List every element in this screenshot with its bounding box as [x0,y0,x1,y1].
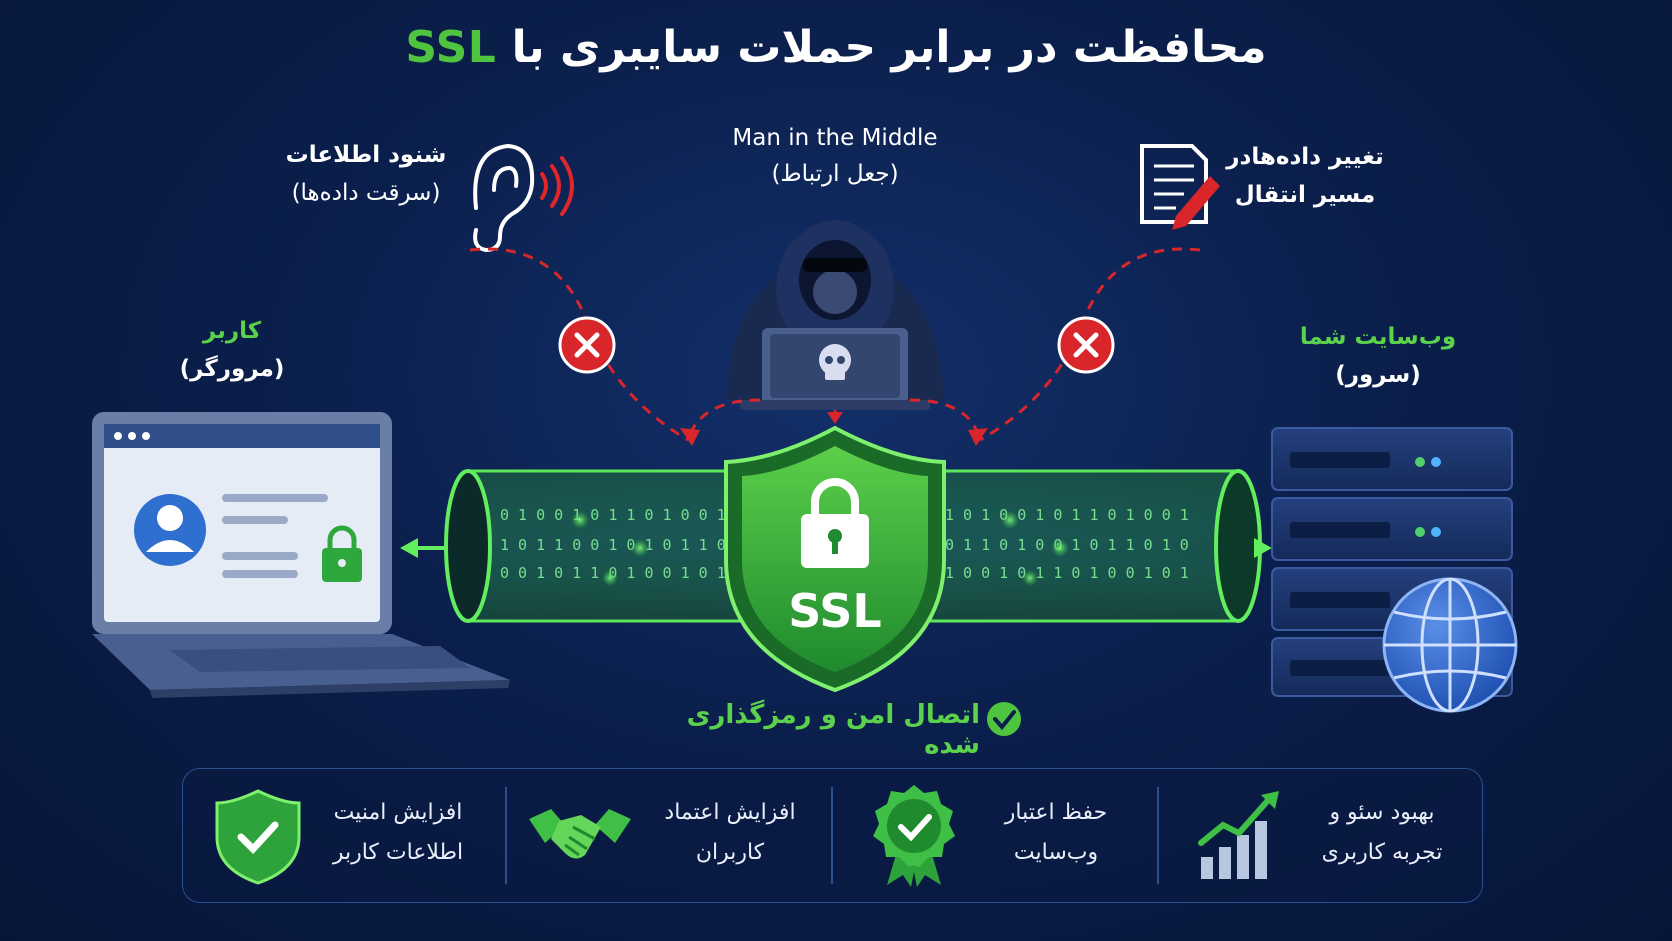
eavesdrop-label-line1: شنود اطلاعات [285,142,447,168]
benefit-credibility-line2: وب‌سایت [1013,840,1099,865]
client-label-line1: کاربر [202,318,262,344]
growth-chart-icon [1198,791,1279,879]
benefit-item-seo: بهبود سئو و تجربه کاربری [1157,769,1482,902]
svg-text:1 0 0 1 0 1 1 0 1 0 0 1 0 1: 1 0 0 1 0 1 1 0 1 0 0 1 0 1 [945,564,1189,582]
ssl-shield-icon [724,425,946,693]
server-label: وب‌سایت شما (سرور) [1290,318,1466,394]
benefit-item-credibility: حفظ اعتبار وب‌سایت [831,769,1157,902]
divider [505,787,507,884]
secure-connection-label: اتصال امن و رمزگذاری شده [686,700,980,760]
eavesdrop-label-line2: (سرقت داده‌ها) [291,180,441,206]
svg-text:0 0 1 0 1 1 0 1 0 0 1 0 1 1 0: 0 0 1 0 1 1 0 1 0 0 1 0 1 1 0 [500,564,762,582]
hacker-icon [726,220,944,410]
blocked-x-icon [558,316,616,374]
benefit-security-line1: افزایش امنیت [333,800,463,825]
ear-icon [473,143,535,253]
divider [831,787,833,884]
mitm-label-en: Man in the Middle [732,125,938,151]
shield-check-icon [215,789,301,885]
svg-text:1 0 1 1 0 0 1 0 1 0 1 1 0 1 0: 1 0 1 1 0 0 1 0 1 0 1 1 0 1 0 [500,536,762,554]
mitm-label-fa: (جعل ارتباط) [771,161,899,187]
benefit-trust-line2: کاربران [695,840,765,865]
divider [1157,787,1159,884]
svg-text:0 1 0 0 1 0 1 1 0 1 0 0 1 0 1: 0 1 0 0 1 0 1 1 0 1 0 0 1 0 1 [500,506,762,524]
mitm-label: Man in the Middle (جعل ارتباط) [680,120,990,192]
benefit-item-security: افزایش امنیت اطلاعات کاربر [183,769,505,902]
document-edit-icon [1140,144,1220,230]
tamper-label: تغییر داده‌هادر مسیر انتقال [1220,138,1390,214]
page-title: محافظت در برابر حملات سایبری با SSL [0,22,1672,73]
page-title-text: محافظت در برابر حملات سایبری با [511,22,1267,73]
tamper-label-line2: مسیر انتقال [1234,182,1376,208]
handshake-icon [529,809,631,859]
eavesdrop-attack-path [469,247,689,442]
ssl-shield-label: SSL [788,584,882,638]
skull-icon [819,344,851,380]
check-circle-icon [987,702,1021,736]
badge-check-icon [873,785,955,887]
benefit-item-trust: افزایش اعتماد کاربران [505,769,831,902]
benefit-seo-line2: تجربه کاربری [1321,840,1443,865]
tamper-attack-path [979,247,1201,442]
client-label: کاربر (مرورگر) [152,312,312,388]
benefit-security-line2: اطلاعات کاربر [332,840,464,865]
tamper-label-line1: تغییر داده‌هادر [1226,144,1384,170]
globe-icon [1382,577,1518,713]
page-title-ssl: SSL [405,22,497,73]
padlock-icon [322,525,362,582]
sound-waves-icon [540,156,574,216]
laptop-icon [92,412,510,698]
benefits-bar: افزایش امنیت اطلاعات کاربر افزایش اعتماد… [182,768,1483,903]
server-label-line2: (سرور) [1335,362,1421,388]
svg-text:1 0 1 0 0 1 0 1 1 0 1 0 0 1: 1 0 1 0 0 1 0 1 1 0 1 0 0 1 [945,506,1189,524]
server-label-line1: وب‌سایت شما [1299,324,1457,350]
benefit-seo-line1: بهبود سئو و [1329,800,1435,825]
benefit-trust-line1: افزایش اعتماد [664,800,796,825]
benefit-credibility-line1: حفظ اعتبار [1004,800,1108,825]
blocked-x-icon [1057,316,1115,374]
eavesdrop-label: شنود اطلاعات (سرقت داده‌ها) [266,136,466,212]
client-label-line2: (مرورگر) [179,356,285,382]
